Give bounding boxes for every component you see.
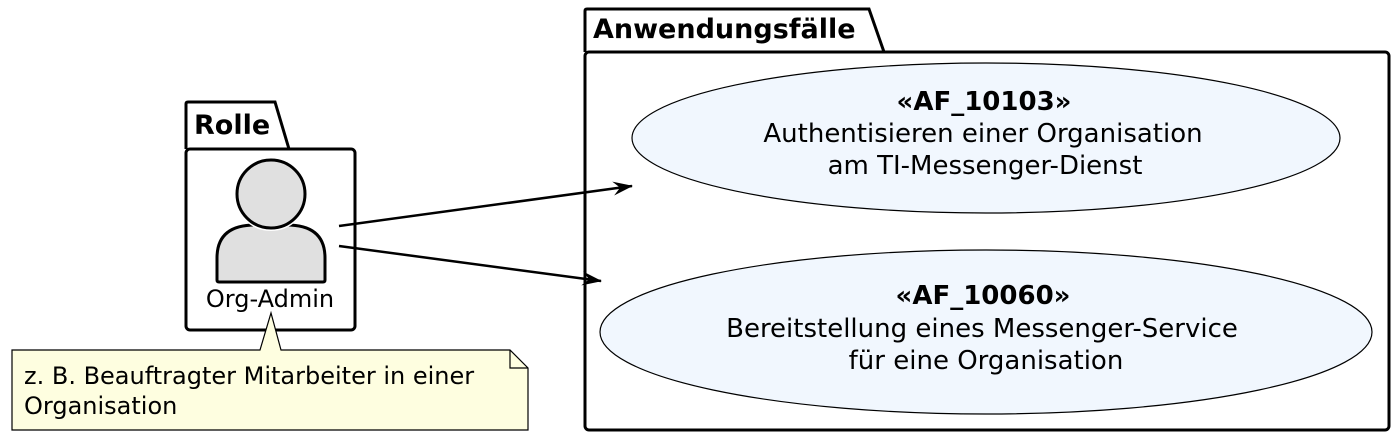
package-usecases-title: Anwendungsfälle <box>593 14 856 45</box>
package-rolle-tab <box>184 100 291 150</box>
actor-label: Org-Admin <box>206 285 334 313</box>
note-corner-fold <box>509 350 528 369</box>
note-text-line1: z. B. Beauftragter Mitarbeiter in einer <box>24 362 474 390</box>
usecase-stereotype: «AF_10060» <box>896 281 1071 311</box>
usecase-title-line1: Bereitstellung eines Messenger-Service <box>726 314 1238 344</box>
note-text-line2: Organisation <box>24 392 177 420</box>
usecase-af-10103: «AF_10103» Authentisieren einer Organisa… <box>631 62 1341 214</box>
usecase-ellipse <box>631 62 1341 214</box>
package-usecases-tab <box>583 7 886 53</box>
actor-org-admin: Org-Admin <box>206 157 334 313</box>
usecase-stereotype: «AF_10103» <box>897 87 1072 117</box>
association-arrow-af-10103 <box>338 181 633 228</box>
association-arrow-af-10060 <box>338 244 602 286</box>
package-rolle-title: Rolle <box>194 110 270 141</box>
usecase-af-10060: «AF_10060» Bereitstellung eines Messenge… <box>599 249 1373 415</box>
person-icon <box>215 157 327 284</box>
usecase-ellipse <box>599 249 1373 415</box>
usecase-title-line1: Authentisieren einer Organisation <box>763 119 1202 149</box>
usecase-title-line2: am TI-Messenger-Dienst <box>828 151 1143 181</box>
usecase-title-line2: für eine Organisation <box>849 346 1124 376</box>
note-org-admin: z. B. Beauftragter Mitarbeiter in einer … <box>11 310 529 431</box>
